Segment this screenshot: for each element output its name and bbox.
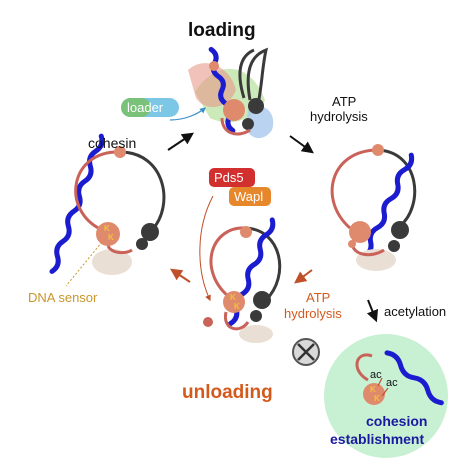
ring-dark-arm-loading-2 — [238, 48, 255, 99]
ring-dark-arm-right — [377, 148, 417, 228]
establishment-label: establishment — [330, 431, 424, 447]
atp-label-top-line1: ATP — [332, 94, 356, 109]
head-dark-center — [253, 291, 271, 309]
pds5-label: Pds5 — [214, 170, 244, 185]
ring-red-arm-est — [355, 353, 373, 382]
atp-label-top: ATP — [332, 94, 356, 109]
lysine-est-1: K — [370, 385, 376, 394]
loader-badge: loader — [121, 98, 179, 117]
loader-shape-blue — [246, 106, 274, 139]
dna-sensor-blob — [92, 249, 132, 275]
head-dark-2 — [136, 238, 148, 250]
head-dark-loading — [248, 98, 264, 114]
cohesin-label: cohesin — [88, 135, 136, 151]
ring-dark-arm-loading — [246, 47, 269, 105]
kleisin-loading — [220, 117, 251, 136]
head-dark-right — [391, 221, 409, 239]
lysine-label-2: K — [108, 233, 114, 242]
pds5-wapl-badge: Pds5 Wapl — [209, 168, 271, 206]
lysine-label-center-2: K — [234, 302, 240, 311]
ring-dark-arm-center — [245, 226, 282, 302]
lysine-label: K — [104, 224, 110, 233]
arrow-loaded-to-unloading — [294, 269, 313, 284]
establishment-bg — [324, 334, 448, 458]
head-red-center — [223, 291, 245, 313]
hydrolysis-label-bottom: hydrolysis — [284, 306, 342, 321]
ring-dark-arm — [119, 150, 166, 232]
ring-red-arm-center — [209, 226, 247, 298]
hinge-red-center-small — [203, 317, 213, 327]
head-dark-right-2 — [388, 240, 400, 252]
cohesion-label: cohesion — [366, 413, 427, 429]
heading-loading: loading — [188, 20, 256, 41]
pds5-pill — [209, 168, 255, 187]
arrow-cohesin-to-loading — [167, 132, 194, 151]
hydrolysis-label-top: hydrolysis — [310, 109, 368, 124]
wapl-pill — [229, 187, 271, 206]
hinge-right — [372, 144, 384, 156]
dna-strand-est — [384, 350, 444, 406]
dna-sensor-pointer — [65, 241, 103, 287]
lysine-est-2: K — [374, 394, 380, 403]
dna-sensor-blob-center — [239, 325, 273, 343]
loader-pill-green — [121, 98, 151, 117]
hinge-center — [240, 226, 252, 238]
heading-unloading: unloading — [182, 382, 273, 403]
atp-label-bottom: ATP — [306, 290, 330, 305]
hinge-loading — [209, 61, 219, 71]
arrow-loading-to-loaded — [289, 135, 314, 154]
head-red — [96, 222, 120, 246]
acetylation-label: acetylation — [384, 304, 446, 319]
loader-shape-red — [188, 63, 236, 108]
wapl-label: Wapl — [234, 189, 263, 204]
dna-sensor-label: DNA sensor — [28, 290, 98, 305]
head-dark — [141, 223, 159, 241]
loader-label: loader — [127, 100, 164, 115]
head-red-est — [363, 383, 385, 405]
arrow-unloading-to-free — [170, 268, 191, 283]
ac-label-1: ac — [370, 369, 382, 381]
head-dark-center-2 — [250, 310, 262, 322]
loading-complex — [188, 46, 274, 139]
kleisin-center — [223, 311, 250, 331]
head-red-right — [349, 221, 371, 243]
pds5-arrow-to-ring — [199, 195, 214, 302]
inhibition-icon — [292, 338, 320, 366]
inhibition-x — [297, 343, 315, 361]
hinge-red-right-small — [348, 240, 356, 248]
ac-pointer-2 — [381, 387, 389, 397]
ac-label-2: ac — [386, 377, 398, 389]
ac-pointer-1 — [377, 377, 383, 387]
head-red-loading — [223, 99, 245, 121]
head-dark-loading-2 — [242, 118, 254, 130]
kleisin-tail — [106, 245, 133, 255]
loader-to-complex-arrow — [169, 107, 206, 121]
unloading-cohesin: K K — [203, 217, 282, 343]
ring-red-arm-right — [330, 148, 379, 230]
hinge-head — [114, 146, 126, 158]
free-cohesin: K K — [49, 133, 166, 275]
dna-strand-right — [361, 152, 415, 260]
lysine-label-center: K — [230, 293, 236, 302]
arrow-acetylation — [366, 299, 379, 323]
ring-red-arm — [74, 150, 121, 232]
loaded-cohesin — [330, 144, 417, 271]
cohesion-establishment: K K ac ac cohesion establishment — [324, 334, 448, 458]
